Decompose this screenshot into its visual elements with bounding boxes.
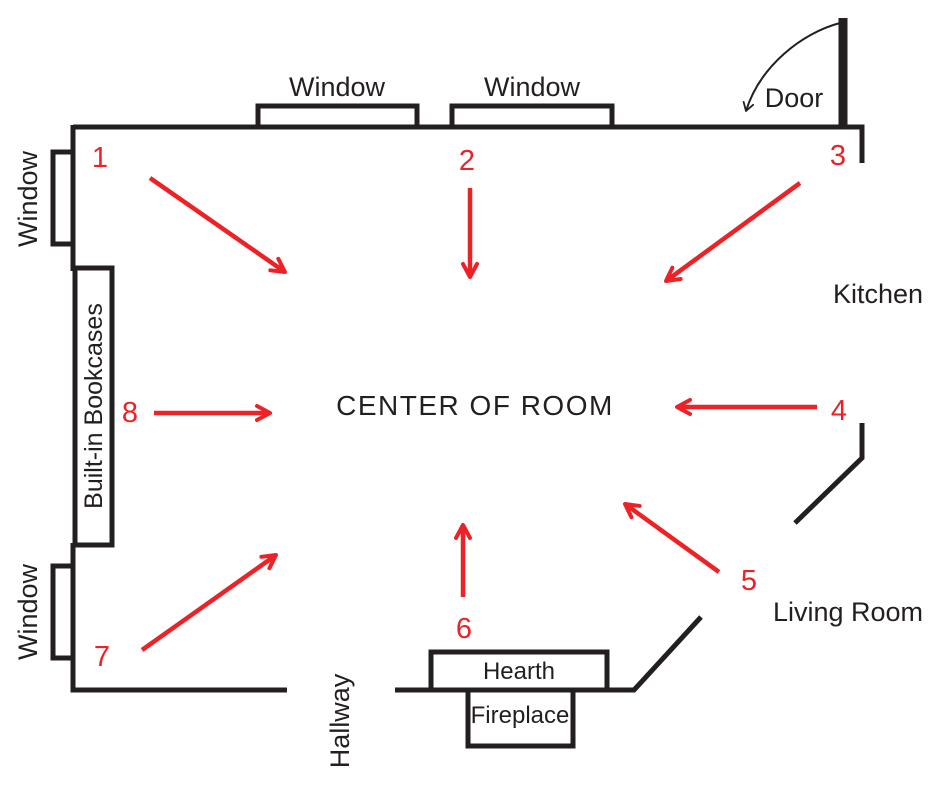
window-label-top-right: Window xyxy=(484,72,581,102)
arrow-3 xyxy=(664,181,802,283)
window-box-top-left xyxy=(255,103,420,130)
door-swing-arc xyxy=(742,22,841,112)
fireplace-label: Fireplace xyxy=(471,702,570,729)
living-room-label: Living Room xyxy=(773,597,923,627)
position-1-label: 1 xyxy=(92,142,108,174)
window-label-side-upper: Window xyxy=(13,150,43,247)
position-6-label: 6 xyxy=(456,613,472,645)
bookcase-box xyxy=(72,265,115,548)
window-label-side-lower: Window xyxy=(13,563,43,660)
window-box-side-lower xyxy=(50,563,76,661)
window-box-top-right xyxy=(449,103,615,130)
fireplace-box xyxy=(465,687,576,749)
window-box-side-upper xyxy=(50,149,76,247)
fireplace-right-wall-and-diagonal xyxy=(606,615,703,693)
center-of-room-label: CENTER OF ROOM xyxy=(336,390,614,421)
position-5-label: 5 xyxy=(741,565,757,597)
living-room-kitchen-wall xyxy=(793,423,865,525)
bookcases-label: Built-in Bookcases xyxy=(80,303,108,509)
position-3-label: 3 xyxy=(830,140,846,172)
arrow-5 xyxy=(623,502,721,574)
position-8-label: 8 xyxy=(122,397,138,429)
hearth-label: Hearth xyxy=(483,658,555,685)
arrow-7 xyxy=(140,553,278,652)
hallway-label: Hallway xyxy=(325,673,355,768)
position-7-label: 7 xyxy=(94,641,110,673)
kitchen-label: Kitchen xyxy=(833,279,923,309)
door-label: Door xyxy=(765,83,824,113)
hearth-box xyxy=(428,649,610,693)
position-2-label: 2 xyxy=(459,145,475,177)
left-wall-and-bottom-wall xyxy=(70,654,287,693)
arrow-1 xyxy=(148,176,287,274)
position-4-label: 4 xyxy=(831,395,847,427)
window-label-top-left: Window xyxy=(289,72,386,102)
